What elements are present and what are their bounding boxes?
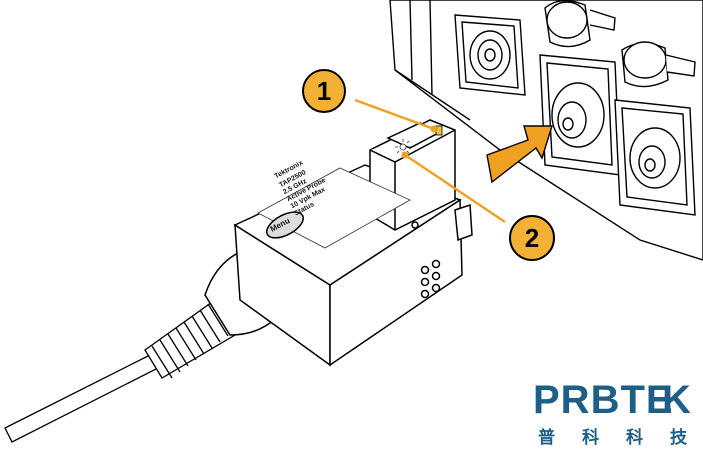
- knob-lower: [621, 41, 696, 88]
- bnc-connector-upper: [454, 14, 526, 96]
- probe-cable: [4, 299, 236, 443]
- probe-body: [204, 119, 473, 367]
- logo-word-main: PRBTE: [533, 378, 674, 422]
- logo-cjk-4: 技: [670, 427, 688, 448]
- insert-direction-arrow: [486, 125, 553, 184]
- logo-cjk-2: 科: [582, 427, 599, 448]
- bnc-connector-lower: [614, 99, 696, 216]
- callout-2-number: 2: [525, 223, 539, 253]
- status-light-icon: [395, 139, 411, 155]
- knob-upper: [544, 0, 616, 48]
- bnc-connector-target: [539, 54, 621, 176]
- callout-1-number: 1: [317, 76, 331, 106]
- callout-1: 1: [302, 69, 346, 113]
- logo-cjk-1: 普: [538, 427, 555, 448]
- logo-word-last: K: [662, 378, 692, 422]
- logo-cjk-3: 科: [626, 427, 643, 448]
- callout-1-anchor: [430, 125, 438, 133]
- callout-2-anchor: [401, 151, 409, 159]
- prbtek-logo: PRBTE K 普 科 科 技: [533, 378, 692, 448]
- callout-2: 2: [509, 215, 555, 261]
- callout-leaders: [354, 98, 506, 223]
